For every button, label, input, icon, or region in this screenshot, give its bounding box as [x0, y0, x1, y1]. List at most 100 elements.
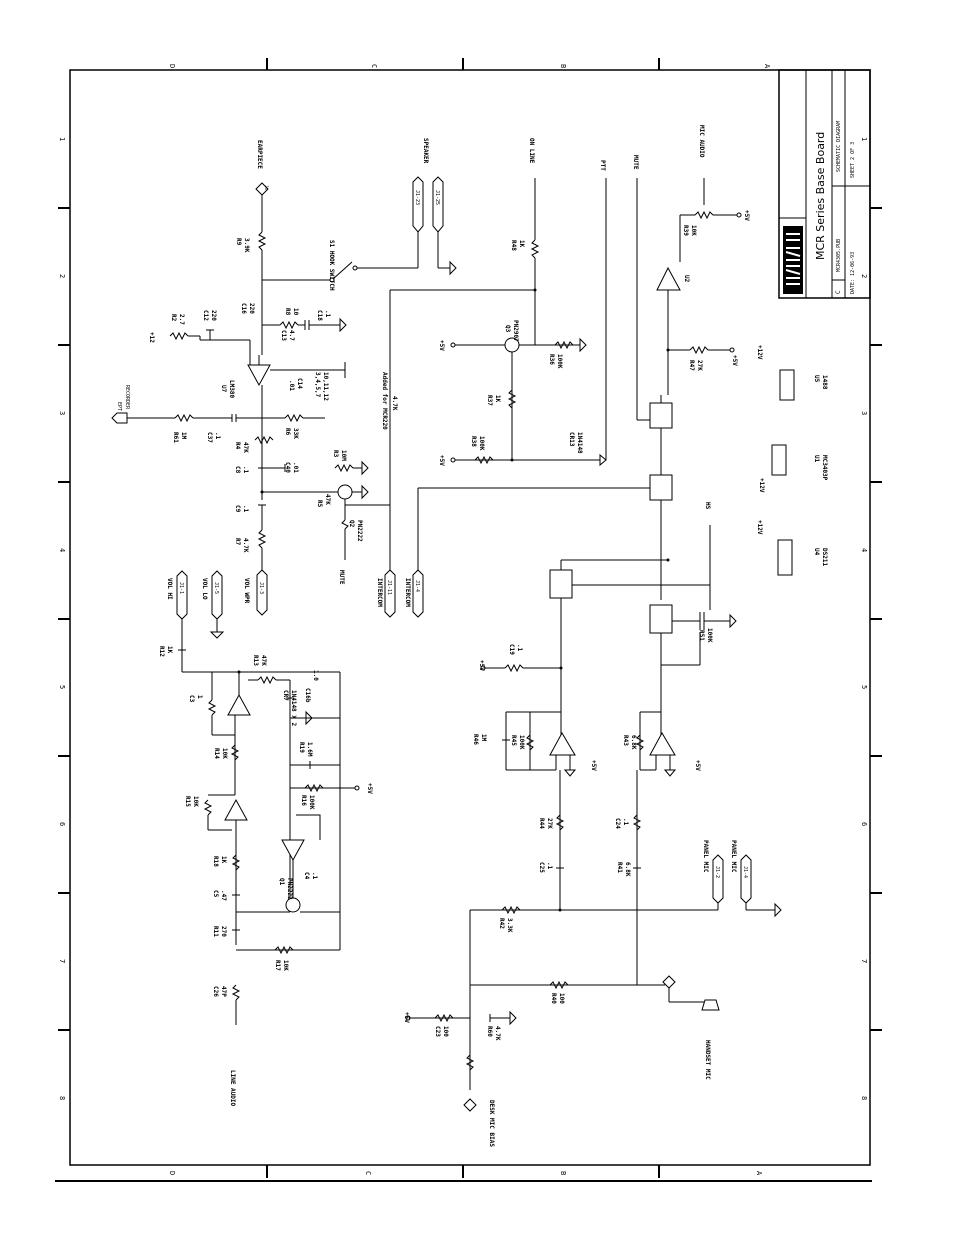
- r8-value: 10: [292, 308, 299, 316]
- mic-preamp-section: R46 1M R45 100K R44 27K C25 .1 +5V R43 6…: [403, 711, 782, 1147]
- handset-mic-icon: [701, 999, 720, 1011]
- resistor-r48: [530, 239, 540, 259]
- resistor-r9: [257, 231, 267, 251]
- net-on-line: ON LINE: [528, 138, 535, 164]
- q3-rail: +5V: [438, 340, 445, 351]
- r5-value: 4.7K: [242, 538, 249, 553]
- cr13-value: 1N4148: [576, 432, 583, 454]
- c5-ref: R11: [212, 926, 219, 937]
- r13-ref: C3: [188, 695, 195, 703]
- hook-switch-s1: [332, 261, 353, 280]
- r9-ref: R9: [235, 238, 242, 246]
- net-mute-top: MUTE: [632, 155, 639, 170]
- r48-value: 1K: [518, 240, 525, 248]
- r37-ref: R37: [486, 395, 493, 406]
- r13-value: 1: [196, 695, 203, 699]
- r12-value: 47K: [260, 655, 267, 666]
- r39-rail: +5V: [743, 210, 750, 221]
- c4-ref: C5: [212, 890, 219, 898]
- zone-letters: D C B A D C B A 1 2 3 4 5 6 7 8 1 2 3 4 …: [58, 64, 868, 1176]
- document-type: SCHEMATIC DIAGRAM: [836, 121, 842, 172]
- q6-ref: R51: [698, 630, 705, 641]
- j1-44-label: J1-4: [742, 866, 748, 878]
- resistor-r51: [504, 663, 524, 673]
- resistor-r3: [334, 463, 354, 473]
- resistor-r37: [507, 389, 517, 409]
- r41-ref: R42: [498, 918, 505, 929]
- c40-value: .01: [292, 462, 299, 473]
- r14-ref: R14: [213, 748, 220, 759]
- c19-ref: R12: [158, 646, 165, 657]
- r47-ref: R47: [688, 360, 695, 371]
- sheet-field: SHEET 2 OF 3: [850, 142, 856, 178]
- c40-ref: C40: [284, 462, 291, 473]
- r46-value: 100K: [518, 735, 525, 750]
- j1-4-label: J1-4: [414, 580, 420, 592]
- resistor-r41: [501, 905, 521, 915]
- u4-ref: U4: [813, 548, 820, 556]
- resistor-r36: [554, 340, 574, 350]
- u7-gnd-pins-2: 10,11,12: [322, 372, 329, 401]
- c16-value: 220: [248, 303, 255, 314]
- opamp-u3-b: [649, 731, 676, 756]
- connector-j1-1: [176, 570, 188, 620]
- r39-ref: R39: [682, 225, 689, 236]
- gate-u4-a: [649, 402, 673, 429]
- r3-value: 10M: [340, 450, 347, 461]
- r4-ref: R4: [234, 442, 241, 450]
- u1-rail: +12V: [758, 478, 765, 493]
- c14-ref: C14: [296, 378, 303, 389]
- zone-row-5-right: 5: [860, 685, 868, 689]
- zone-col-b-bot: B: [559, 1171, 567, 1175]
- r38-rail: +5V: [438, 455, 445, 466]
- c13-value: 4.7: [288, 330, 295, 341]
- r15-ref: R18: [212, 856, 219, 867]
- zone-col-a-top: A: [763, 64, 771, 69]
- r43-ref: R44: [538, 818, 545, 829]
- r45-value: 6.8K: [630, 735, 637, 750]
- resistor-r15: [231, 854, 241, 871]
- r7-ref: Q2: [348, 520, 355, 528]
- r40-ref: C23: [434, 1026, 441, 1037]
- connector-j1-23: [412, 176, 424, 233]
- r61-value: 1M: [180, 432, 187, 440]
- resistor-r13: [207, 699, 217, 716]
- resistor-r16: [203, 799, 213, 816]
- diode-cr13: [599, 453, 607, 467]
- zone-row-6-left: 6: [58, 822, 66, 826]
- r48-ref: R48: [510, 240, 517, 251]
- connector-j1-25: [432, 176, 444, 233]
- file-name: MCR4305.PUB: [836, 239, 842, 272]
- plus12-label: +12: [148, 332, 155, 343]
- resistor-r14: [230, 744, 240, 761]
- u1-ref: U1: [813, 455, 820, 463]
- resistor-r19: [304, 783, 324, 793]
- resistor-r8: [279, 320, 299, 330]
- speaker-amp-section: J4 EARPIECE R9 3.9K S1 HOOK SWITCH J1-23…: [111, 138, 457, 616]
- opamp-u1-c: [281, 839, 305, 862]
- zone-row-1-right: 1: [860, 137, 868, 141]
- zone-row-4-right: 4: [860, 548, 868, 552]
- c14-value: .01: [288, 380, 295, 391]
- resistor-r44: [632, 814, 642, 831]
- resistor-r12: [257, 675, 277, 685]
- mic-logic-section: MIC AUDIO +5V R39 10K U2 R47 27K +5V J1-…: [478, 125, 828, 735]
- c23-value: 4.7K: [494, 1026, 501, 1041]
- c16b-value: 1.6M: [306, 742, 313, 757]
- resistor-r2: [169, 331, 189, 341]
- hook-switch-contact-b: [352, 265, 358, 271]
- q6-value: 100K: [706, 628, 713, 643]
- chip-u4-ds211: U4 DS211 +12V: [756, 520, 828, 576]
- c26-value: 1M: [480, 734, 487, 742]
- connector-j6: [463, 1098, 477, 1112]
- comparator-u2: [656, 266, 681, 291]
- c5-value: 270: [220, 926, 227, 937]
- r6-ref: R6: [284, 428, 291, 436]
- r36-ref: R36: [548, 354, 555, 365]
- connector-j1-11: [384, 569, 396, 618]
- r12-ref: R13: [252, 655, 259, 666]
- zone-col-c-bot: C: [364, 1171, 372, 1175]
- resistor-r61: [174, 413, 194, 423]
- net-speaker: SPEAKER: [422, 138, 429, 164]
- r51-value: .1: [516, 644, 523, 652]
